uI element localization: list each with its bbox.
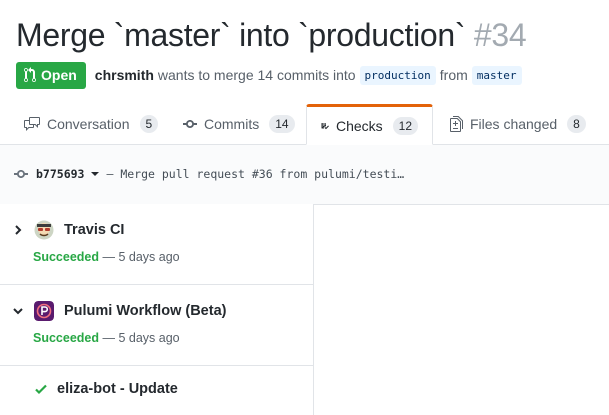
pr-number: #34 <box>473 17 527 53</box>
base-branch[interactable]: production <box>359 65 436 85</box>
succeeded-label: Succeeded <box>33 331 100 345</box>
check-suite-time: — 5 days ago <box>102 331 180 345</box>
open-status-badge: Open <box>16 61 86 89</box>
tab-files-changed[interactable]: Files changed 8 <box>450 104 586 144</box>
tab-files-changed-count: 8 <box>567 115 586 133</box>
check-suite-header[interactable]: Travis CI <box>12 220 124 240</box>
git-commit-icon <box>14 170 28 178</box>
pr-state-row: Open chrsmith wants to merge 14 commits … <box>16 61 522 89</box>
commit-message: — Merge pull request #36 from pulumi/tes… <box>106 167 405 181</box>
check-suite-header[interactable]: Pulumi Workflow (Beta) <box>12 301 226 321</box>
check-run-item[interactable]: eliza-bot - Update <box>34 381 178 397</box>
check-suite-name: Pulumi Workflow (Beta) <box>64 303 227 319</box>
tab-conversation[interactable]: Conversation 5 <box>24 104 159 144</box>
commit-selector[interactable]: b775693 — Merge pull request #36 from pu… <box>14 167 404 181</box>
pr-title-text: Merge `master` into `production` <box>16 17 466 53</box>
check-suite-status: Succeeded — 5 days ago <box>33 331 180 345</box>
check-suite-name: Travis CI <box>64 222 125 238</box>
tab-commits[interactable]: Commits 14 <box>183 104 295 144</box>
check-suite-status: Succeeded — 5 days ago <box>33 250 180 264</box>
author-link[interactable]: chrsmith <box>94 67 154 83</box>
tab-conversation-label: Conversation <box>47 116 130 132</box>
tab-conversation-count: 5 <box>139 115 159 133</box>
from-text: from <box>439 67 468 83</box>
triangle-down-icon[interactable] <box>90 169 100 179</box>
tab-checks-label: Checks <box>335 117 383 134</box>
succeeded-label: Succeeded <box>33 250 100 264</box>
check-icon <box>35 384 47 395</box>
comment-discussion-icon <box>24 117 40 131</box>
tab-commits-label: Commits <box>204 116 260 132</box>
check-suite-time: — 5 days ago <box>102 250 180 264</box>
pr-title: Merge `master` into `production` #34 <box>16 14 527 56</box>
git-commit-icon <box>183 120 197 128</box>
chevron-right-icon[interactable] <box>12 224 24 236</box>
chevron-down-icon[interactable] <box>12 305 24 317</box>
check-suite-pulumi[interactable]: Pulumi Workflow (Beta) Succeeded — 5 day… <box>0 285 313 366</box>
travis-ci-logo-icon <box>34 220 54 240</box>
merge-text: wants to merge 14 commits into <box>157 67 356 83</box>
tab-checks[interactable]: Checks 12 <box>306 104 433 145</box>
commit-bar <box>0 145 609 205</box>
checklist-icon <box>321 122 329 129</box>
file-diff-icon <box>450 116 463 132</box>
status-label: Open <box>41 67 77 83</box>
check-run-name: eliza-bot - Update <box>57 381 178 397</box>
tab-commits-count: 14 <box>269 115 295 133</box>
git-pull-request-icon <box>24 67 36 83</box>
head-branch[interactable]: master <box>471 65 522 85</box>
pr-meta: chrsmith wants to merge 14 commits into … <box>94 65 522 85</box>
tabs-divider <box>0 144 609 145</box>
tab-files-changed-label: Files changed <box>470 116 558 132</box>
check-suite-travis[interactable]: Travis CI Succeeded — 5 days ago <box>0 204 313 285</box>
commit-sha[interactable]: b775693 <box>36 167 85 181</box>
tab-checks-count: 12 <box>392 116 418 135</box>
pulumi-logo-icon <box>34 301 54 321</box>
